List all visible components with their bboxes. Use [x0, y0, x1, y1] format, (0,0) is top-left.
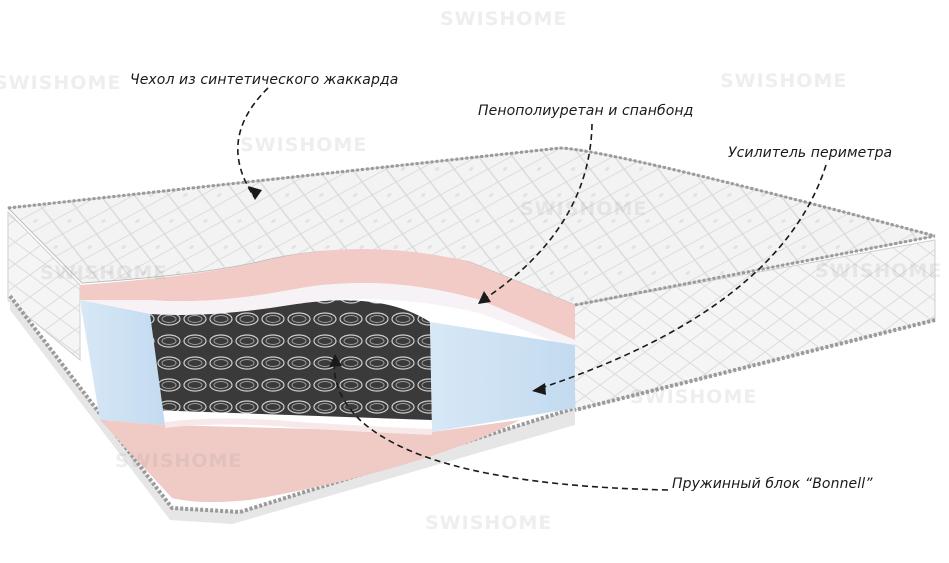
watermark: SWISHOME — [425, 512, 553, 534]
pointer-foam — [479, 123, 593, 303]
edge-piping-top — [7, 146, 936, 238]
perimeter-block-left — [80, 300, 165, 425]
edge-piping-right — [574, 234, 936, 307]
watermark: SWISHOME — [440, 8, 568, 30]
perimeter-block-right — [430, 322, 575, 432]
watermark: SWISHOME — [0, 72, 122, 94]
spring-block — [150, 300, 432, 420]
pointer-cover — [237, 87, 269, 199]
watermark: SWISHOME — [240, 134, 368, 156]
mattress-side-left — [7, 210, 81, 362]
label-perimeter: Усилитель периметра — [728, 145, 893, 161]
label-foam: Пенополиуретан и спанбонд — [478, 103, 694, 119]
label-springs: Пружинный блок “Bonnell” — [672, 476, 873, 492]
watermark: SWISHOME — [520, 198, 648, 220]
foam-layer-bottom — [100, 420, 520, 503]
spunbond-layer — [80, 282, 575, 350]
arrowhead-cover — [248, 186, 262, 200]
arrowhead-springs — [329, 354, 342, 367]
arrowhead-perimeter — [532, 383, 546, 395]
watermark: SWISHOME — [720, 70, 848, 92]
watermark: SWISHOME — [630, 386, 758, 408]
foam-layer-top — [80, 249, 575, 340]
arrowhead-foam — [478, 291, 491, 304]
pointer-perimeter — [534, 164, 827, 391]
watermark: SWISHOME — [815, 260, 943, 282]
label-cover: Чехол из синтетического жаккарда — [130, 72, 399, 88]
watermark: SWISHOME — [40, 262, 168, 284]
watermark: SWISHOME — [115, 450, 243, 472]
